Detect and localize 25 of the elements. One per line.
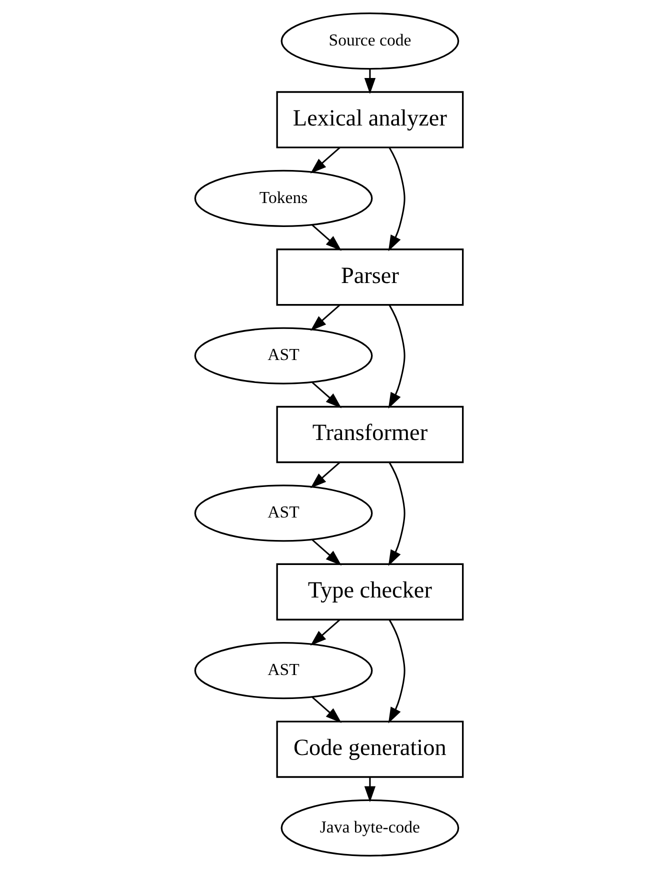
arrow [388, 462, 405, 566]
node-ellipse: AST [194, 484, 372, 542]
arrow [311, 224, 342, 251]
node-ellipse: Tokens [194, 170, 372, 227]
node-box: Transformer [276, 406, 464, 464]
node-box: Type checker [276, 563, 464, 620]
arrow [310, 147, 340, 174]
arrow [311, 382, 342, 408]
node-box: Parser [276, 248, 464, 306]
node-ellipse: AST [194, 642, 372, 700]
arrow [310, 462, 340, 488]
node-ellipse: AST [194, 327, 372, 384]
arrow [310, 304, 340, 331]
arrow [388, 619, 405, 724]
arrow [364, 777, 376, 802]
arrow [310, 619, 340, 646]
arrow [388, 147, 405, 252]
arrow [388, 304, 405, 409]
node-box: Lexical analyzer [276, 91, 464, 148]
node-ellipse: Source code [280, 12, 459, 70]
node-ellipse: Java byte-code [280, 799, 459, 857]
arrow [311, 696, 342, 723]
arrow [364, 68, 376, 94]
node-box: Code generation [276, 720, 464, 778]
arrow [311, 539, 342, 566]
